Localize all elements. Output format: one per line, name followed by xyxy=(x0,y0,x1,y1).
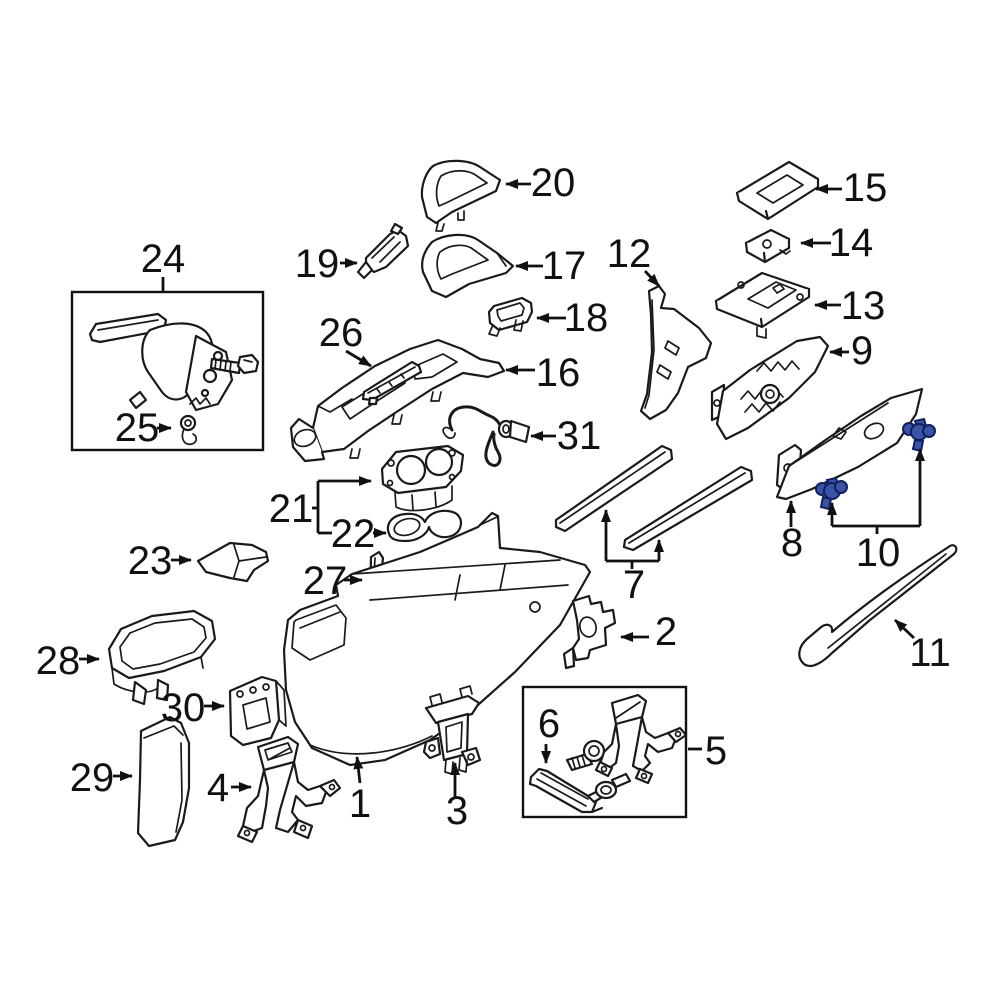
callout-18: 18 xyxy=(564,296,609,340)
callout-19: 19 xyxy=(295,242,340,286)
part-21-cup-holder xyxy=(380,444,465,512)
part-26-trim-strip xyxy=(361,360,423,406)
part-10-clip-upper xyxy=(902,417,936,453)
group-box-5 xyxy=(521,685,688,819)
callout-20: 20 xyxy=(531,161,576,205)
part-3-bracket xyxy=(422,685,482,775)
callout-23: 23 xyxy=(128,539,173,583)
callout-5: 5 xyxy=(705,729,727,773)
part-17-shifter-bezel xyxy=(421,233,515,299)
part-13-plate xyxy=(714,271,811,339)
callout-7: 7 xyxy=(623,563,645,607)
callout-15: 15 xyxy=(843,166,888,210)
part-30-plate-bracket xyxy=(228,675,287,747)
callout-6: 6 xyxy=(538,702,560,746)
callout-4: 4 xyxy=(207,766,229,810)
callout-29: 29 xyxy=(70,756,115,800)
callout-30: 30 xyxy=(161,686,206,730)
callout-24: 24 xyxy=(141,237,186,281)
group-box-24 xyxy=(70,290,265,452)
callout-21: 21 xyxy=(269,487,314,531)
callout-12: 12 xyxy=(607,232,652,276)
part-20-shifter-bezel-upper xyxy=(420,159,502,232)
part-9-side-panel xyxy=(710,335,830,441)
part-14-small-lid xyxy=(744,228,791,264)
part-4-bracket xyxy=(236,735,342,844)
part-7-trim-strips xyxy=(554,444,754,552)
kit-bracket xyxy=(594,693,688,785)
part-15-lid-plate xyxy=(735,160,820,221)
callout-9: 9 xyxy=(851,329,873,373)
part-11-sill-trim xyxy=(798,544,958,668)
part-25-clip xyxy=(179,414,198,446)
callout-11: 11 xyxy=(909,631,951,675)
callout-27: 27 xyxy=(303,559,348,603)
callout-28: 28 xyxy=(36,639,81,683)
leader-lines xyxy=(79,179,925,797)
callout-26: 26 xyxy=(319,311,364,355)
part-29-rear-cover xyxy=(136,715,191,848)
callout-25: 25 xyxy=(115,406,160,450)
kit-bolt-flat xyxy=(594,772,632,800)
kit-bolt-socket xyxy=(565,739,606,772)
part-23-pad xyxy=(196,541,270,583)
part-24-parking-brake-lever xyxy=(88,312,234,412)
part-12-corner-bracket xyxy=(639,284,713,421)
part-6-slide-rail xyxy=(528,767,606,814)
callout-13: 13 xyxy=(841,284,886,328)
part-24-bolt xyxy=(209,353,260,375)
callout-16: 16 xyxy=(536,351,581,395)
callout-31: 31 xyxy=(557,414,602,458)
callout-14: 14 xyxy=(829,221,874,265)
callout-3: 3 xyxy=(446,789,468,833)
part-22-cup-holder-mat xyxy=(386,509,463,543)
part-2-bracket xyxy=(562,594,617,670)
callout-22: 22 xyxy=(331,512,376,556)
callout-1: 1 xyxy=(349,782,371,826)
part-18-switch-block xyxy=(487,296,534,337)
callout-17: 17 xyxy=(542,244,587,288)
part-16-console-upper-tray xyxy=(289,338,506,463)
part-31-cable xyxy=(442,405,531,467)
callout-10: 10 xyxy=(856,531,901,575)
part-28-armrest-lid xyxy=(107,609,217,706)
callout-2: 2 xyxy=(655,610,677,654)
callout-8: 8 xyxy=(781,521,803,565)
part-19-bracket xyxy=(356,222,410,280)
callout-labels: 1 2 3 4 5 6 7 8 9 10 11 12 13 14 15 16 1… xyxy=(36,161,951,833)
part-8-side-panel xyxy=(775,387,924,501)
